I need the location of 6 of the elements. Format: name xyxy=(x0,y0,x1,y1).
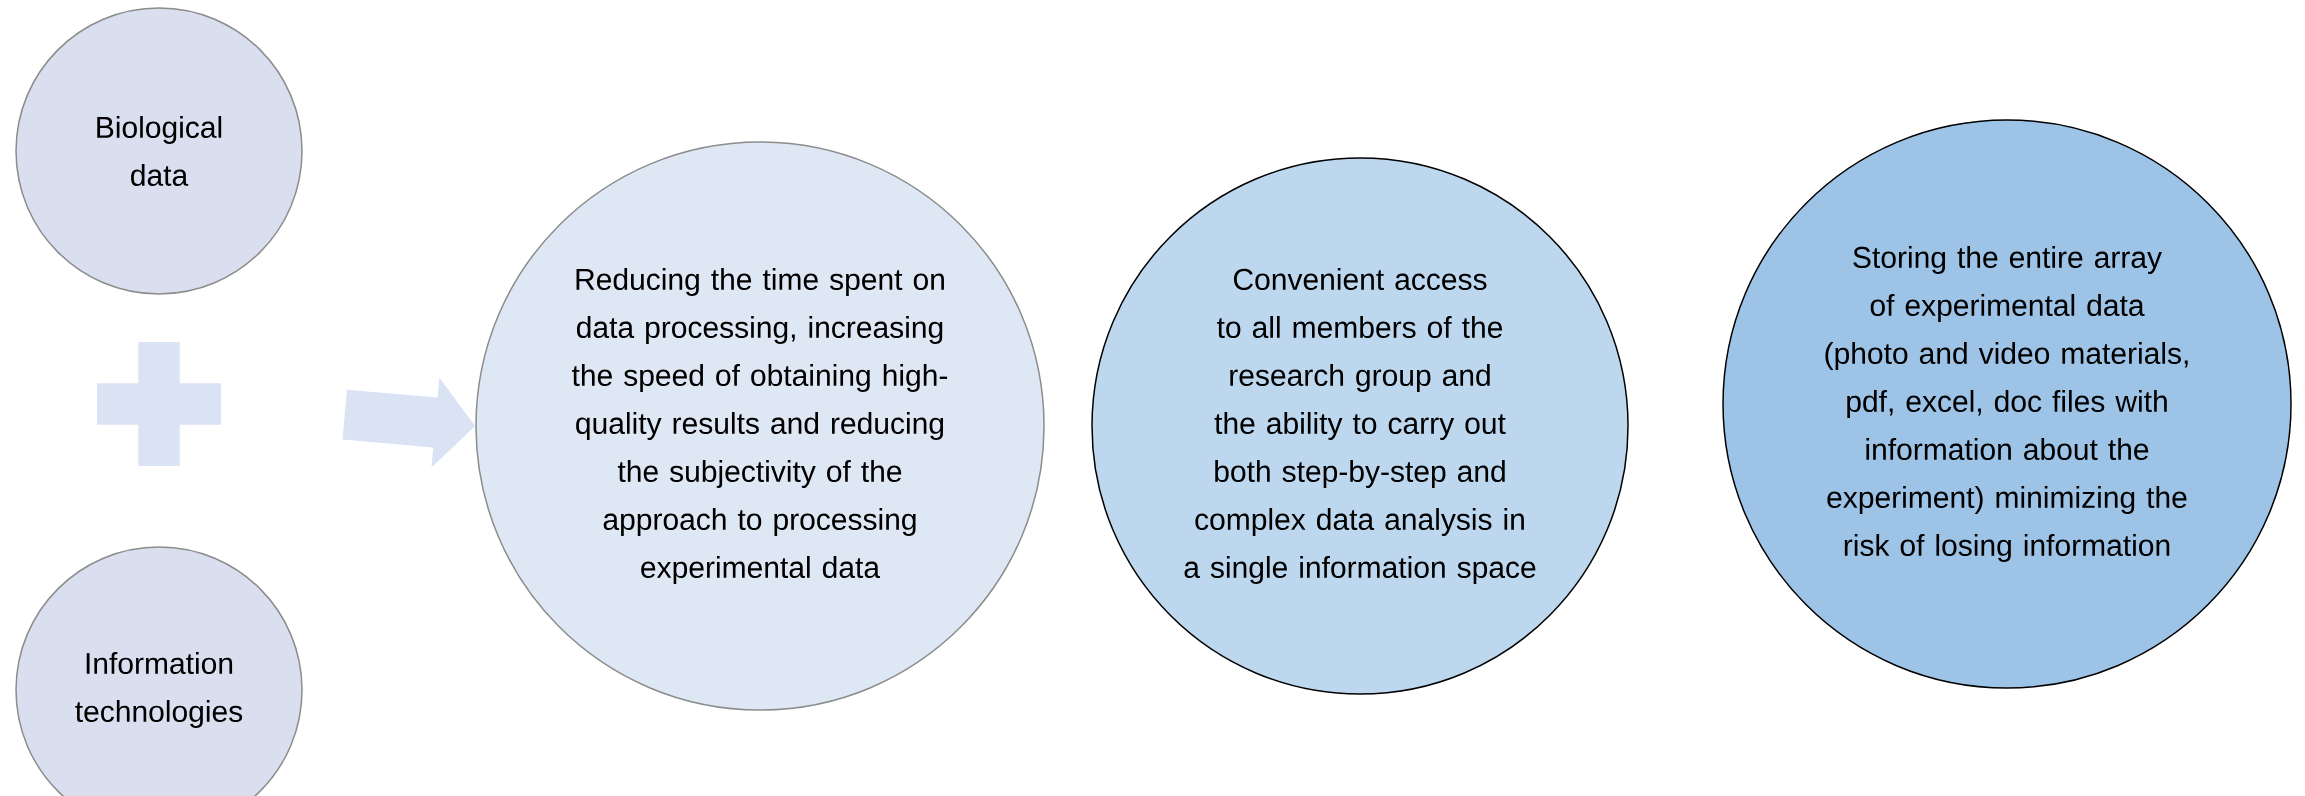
circle-node: Reducing the time spent on data processing, increasing the speed of obtaining high-quality results and reducing the subjectivity of the approach to processing experimental data xyxy=(475,141,1045,711)
circle-node: Convenient access to all members of the research group and the ability to carry out both step-by-step and complex data analysis in a single information space xyxy=(1091,157,1629,695)
circle-node: Information technologies xyxy=(15,546,303,796)
circle-node: Storing the entire array of experimental data (photo and video materials, pdf, excel, doc files with information about the experiment) minimizing the risk of losing information xyxy=(1722,119,2292,689)
plus-sign xyxy=(97,342,221,466)
circle-node: Biological data xyxy=(15,7,303,295)
